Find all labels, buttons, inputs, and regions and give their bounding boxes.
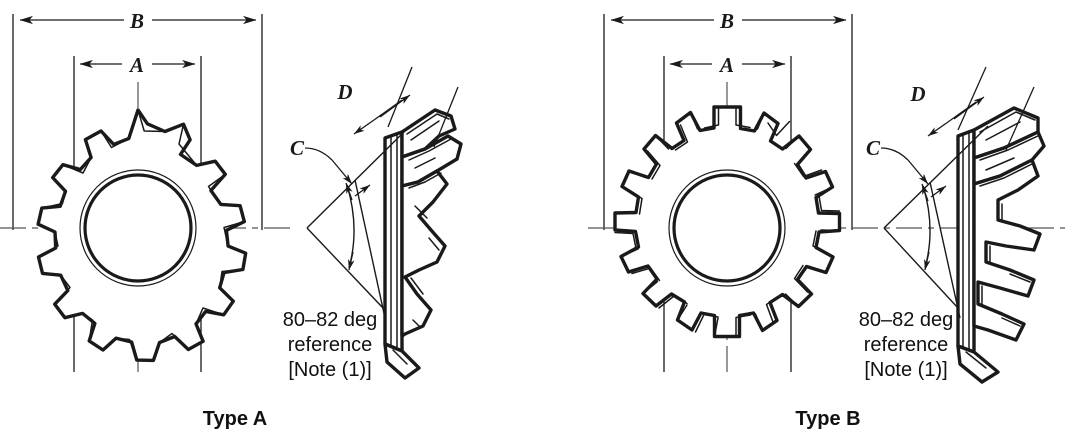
- c-leader-curve-b: [880, 147, 909, 161]
- angle-thickness-arrow: [354, 184, 371, 197]
- note-line-1: 80–82 deg: [283, 309, 378, 331]
- dim-line-d-b: [947, 101, 977, 123]
- dim-label-d-b: D: [909, 82, 925, 106]
- caption-type-b: Type B: [795, 408, 860, 430]
- dim-line-d: [373, 99, 403, 121]
- note-line-2-b: reference: [864, 334, 949, 356]
- dimension-b-b: B: [603, 9, 853, 230]
- c-leader-arrow: [331, 159, 353, 185]
- note-line-1-b: 80–82 deg: [859, 309, 954, 331]
- dim-label-d: D: [336, 80, 352, 104]
- view-type-a: B A: [0, 9, 463, 430]
- angle-ray-cross: [354, 179, 386, 319]
- angle-arc-arrow-top-b: [921, 183, 929, 202]
- washer-front-view-b: [613, 105, 842, 339]
- angle-ray-lower-b: [883, 227, 959, 309]
- dim-arrow-d-lower: [353, 119, 375, 135]
- angle-reference-a: [306, 123, 413, 319]
- view-type-b: B A: [588, 9, 1065, 430]
- dim-label-b: B: [129, 9, 144, 33]
- dim-label-b-b: B: [719, 9, 734, 33]
- c-leader-curve: [304, 147, 333, 161]
- dim-arrow-d-upper-b: [953, 96, 985, 120]
- note-line-3-b: [Note (1)]: [864, 359, 947, 381]
- angle-ray-cross-b: [929, 181, 961, 319]
- note-line-3: [Note (1)]: [288, 359, 371, 381]
- note-block-b: 80–82 deg reference [Note (1)]: [859, 309, 954, 381]
- angle-ray-upper-b: [883, 125, 989, 229]
- washer-edge-view-a: [383, 108, 463, 380]
- angle-ray-upper: [306, 123, 413, 229]
- d-projection-2: [433, 86, 459, 148]
- dim-label-a: A: [128, 53, 144, 77]
- dim-label-c: C: [290, 136, 305, 160]
- note-block-a: 80–82 deg reference [Note (1)]: [283, 309, 378, 381]
- angle-ray-lower: [306, 227, 384, 309]
- dimension-d-a: D: [336, 66, 459, 148]
- angle-thickness-arrow-b: [930, 185, 947, 198]
- angle-arc-arrow-top: [345, 182, 353, 201]
- d-projection-1: [387, 66, 413, 128]
- angle-reference-b: [883, 125, 989, 319]
- dim-arrow-d-upper: [379, 94, 411, 118]
- dimension-c-a: C: [290, 136, 353, 185]
- c-leader-arrow-b: [907, 159, 929, 185]
- dimension-b-a: B: [12, 9, 263, 230]
- note-line-2: reference: [288, 334, 373, 356]
- dimension-d-b: D: [909, 66, 1035, 151]
- angle-arc-arrow-bottom: [348, 251, 355, 271]
- d-projection-1-b: [957, 66, 987, 131]
- dimension-c-b: C: [866, 136, 929, 185]
- dim-label-c-b: C: [866, 136, 881, 160]
- washer-edge-view-b: [956, 106, 1046, 384]
- dim-label-a-b: A: [718, 53, 734, 77]
- caption-type-a: Type A: [203, 408, 267, 430]
- washer-front-view-a: [36, 108, 248, 363]
- d-projection-2-b: [1005, 86, 1035, 151]
- angle-arc-arrow-bottom-b: [924, 251, 931, 271]
- dim-arrow-d-lower-b: [927, 121, 949, 137]
